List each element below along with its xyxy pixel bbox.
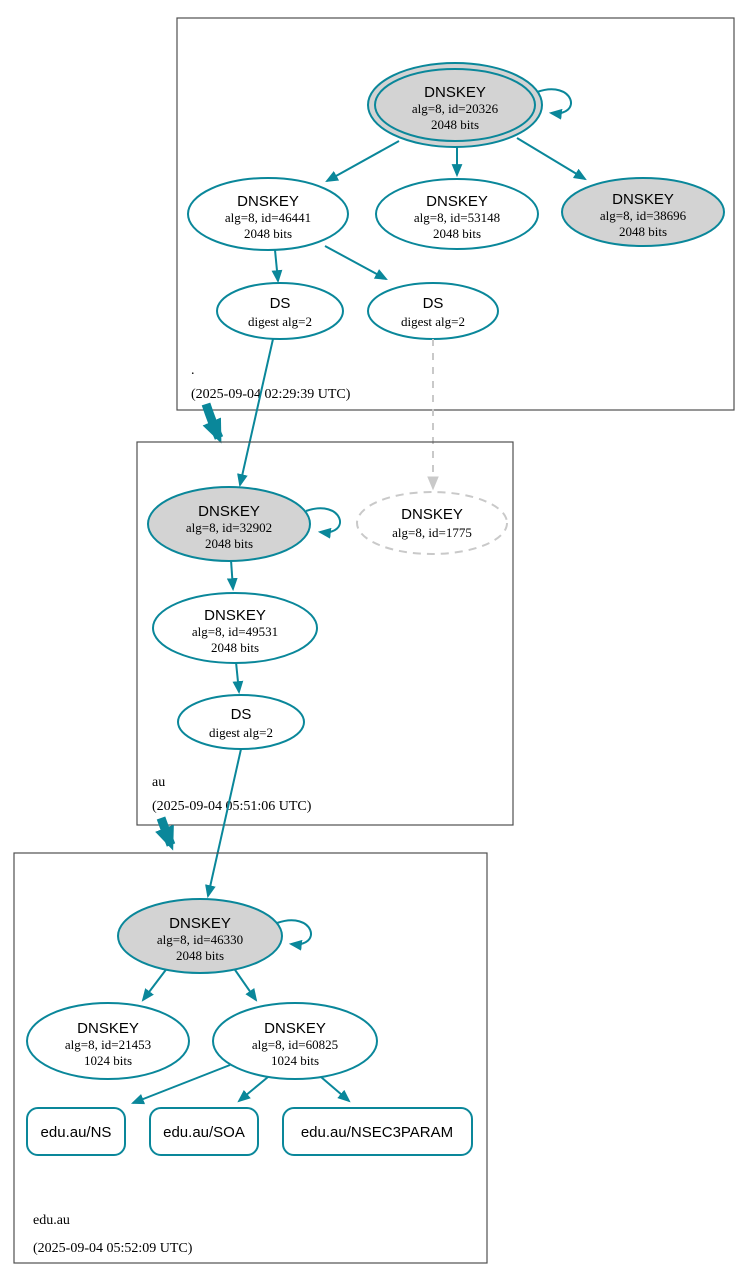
node-dnskey-20326-ksk[interactable]: DNSKEY alg=8, id=20326 2048 bits bbox=[367, 62, 543, 148]
edge-dnskey-20326-self-loop bbox=[536, 88, 572, 120]
edge-60825-to-rrset-nsec3param bbox=[320, 1076, 351, 1103]
node-rrset-edu-au-soa[interactable]: edu.au/SOA bbox=[149, 1107, 259, 1156]
ds-au-detail: digest alg=2 bbox=[209, 725, 273, 740]
dnskey-20326-detail: alg=8, id=20326 bbox=[412, 101, 499, 116]
dnskey-32902-title: DNSKEY bbox=[198, 503, 260, 520]
dnskey-46330-ellipse bbox=[117, 898, 283, 974]
edge-46330-to-60825 bbox=[232, 966, 258, 1002]
dnskey-60825-detail: alg=8, id=60825 bbox=[252, 1037, 338, 1052]
dnskey-46330-detail: alg=8, id=46330 bbox=[157, 932, 243, 947]
zone-au-timestamp: (2025-09-04 05:51:06 UTC) bbox=[152, 799, 312, 814]
dnskey-46441-title: DNSKEY bbox=[237, 193, 299, 210]
edge-ds-au-to-edu-ksk-46330 bbox=[205, 748, 242, 899]
ds2-title: DS bbox=[423, 295, 444, 312]
dnskey-49531-bits: 2048 bits bbox=[211, 640, 259, 655]
edge-60825-to-rrset-soa bbox=[237, 1076, 269, 1103]
dnskey-21453-bits: 1024 bits bbox=[84, 1053, 132, 1068]
dnskey-1775-title: DNSKEY bbox=[401, 506, 463, 523]
dnskey-49531-title: DNSKEY bbox=[204, 607, 266, 624]
dnskey-32902-ellipse bbox=[147, 486, 311, 562]
zone-edu-au-timestamp: (2025-09-04 05:52:09 UTC) bbox=[33, 1241, 193, 1256]
zone-box-au bbox=[136, 441, 514, 826]
dnskey-49531-ellipse bbox=[152, 592, 318, 664]
zone-edu-au-label: edu.au bbox=[33, 1213, 70, 1228]
node-dnskey-53148[interactable]: DNSKEY alg=8, id=53148 2048 bits bbox=[375, 178, 539, 250]
zone-root-timestamp: (2025-09-04 02:29:39 UTC) bbox=[191, 387, 351, 402]
node-dnskey-21453[interactable]: DNSKEY alg=8, id=21453 1024 bits bbox=[26, 1002, 190, 1080]
edge-dnskey-46330-self-loop bbox=[276, 919, 312, 951]
dnskey-53148-title: DNSKEY bbox=[426, 193, 488, 210]
rrset-ns-label: edu.au/NS bbox=[41, 1124, 112, 1141]
dnskey-38696-title: DNSKEY bbox=[612, 191, 674, 208]
rrset-nsec3param-rect bbox=[282, 1107, 473, 1156]
dnskey-21453-detail: alg=8, id=21453 bbox=[65, 1037, 151, 1052]
edge-zone-au-to-zone-edu bbox=[155, 816, 176, 851]
node-dnskey-46330-ksk[interactable]: DNSKEY alg=8, id=46330 2048 bits bbox=[117, 898, 283, 974]
node-dnskey-49531[interactable]: DNSKEY alg=8, id=49531 2048 bits bbox=[152, 592, 318, 664]
dnskey-60825-ellipse bbox=[212, 1002, 378, 1080]
node-dnskey-38696[interactable]: DNSKEY alg=8, id=38696 2048 bits bbox=[561, 177, 725, 247]
dnskey-46330-bits: 2048 bits bbox=[176, 948, 224, 963]
edge-46441-to-ds2 bbox=[324, 245, 388, 281]
zone-cluster-edu-au: edu.au (2025-09-04 05:52:09 UTC) DNSKEY … bbox=[13, 852, 488, 1264]
rrset-ns-rect bbox=[26, 1107, 126, 1156]
node-ds-au[interactable]: DS digest alg=2 bbox=[177, 694, 305, 750]
node-dnskey-60825[interactable]: DNSKEY alg=8, id=60825 1024 bits bbox=[212, 1002, 378, 1080]
edge-46330-to-21453 bbox=[141, 966, 169, 1002]
dnskey-32902-bits: 2048 bits bbox=[205, 536, 253, 551]
zone-box-root bbox=[176, 17, 735, 411]
dnskey-53148-bits: 2048 bits bbox=[433, 226, 481, 241]
node-dnskey-1775-insecure[interactable]: DNSKEY alg=8, id=1775 bbox=[356, 491, 508, 555]
dnskey-21453-title: DNSKEY bbox=[77, 1020, 139, 1037]
edge-46441-to-ds1 bbox=[271, 249, 283, 284]
node-rrset-edu-au-nsec3param[interactable]: edu.au/NSEC3PARAM bbox=[282, 1107, 473, 1156]
zone-cluster-au: au (2025-09-04 05:51:06 UTC) DNSKEY alg=… bbox=[136, 441, 514, 826]
rrset-soa-rect bbox=[149, 1107, 259, 1156]
edge-ds1-to-au-ksk-32902 bbox=[237, 338, 274, 488]
rrset-soa-label: edu.au/SOA bbox=[163, 1124, 245, 1141]
dnskey-53148-detail: alg=8, id=53148 bbox=[414, 210, 500, 225]
dnskey-1775-ellipse bbox=[356, 491, 508, 555]
edge-32902-to-49531 bbox=[226, 559, 238, 592]
dnskey-21453-ellipse bbox=[26, 1002, 190, 1080]
ds1-ellipse bbox=[216, 282, 344, 340]
dnskey-20326-bits: 2048 bits bbox=[431, 117, 479, 132]
dnskey-46441-detail: alg=8, id=46441 bbox=[225, 210, 311, 225]
dnskey-1775-detail: alg=8, id=1775 bbox=[392, 525, 472, 540]
rrset-nsec3param-label: edu.au/NSEC3PARAM bbox=[301, 1124, 453, 1141]
edge-20326-to-46441 bbox=[325, 140, 400, 183]
dnskey-38696-ellipse bbox=[561, 177, 725, 247]
dnskey-20326-inner-ring bbox=[374, 68, 536, 142]
dnskey-46441-bits: 2048 bits bbox=[244, 226, 292, 241]
edge-dnskey-32902-self-loop bbox=[305, 507, 341, 539]
edge-60825-to-rrset-ns bbox=[130, 1064, 231, 1105]
dnskey-60825-bits: 1024 bits bbox=[271, 1053, 319, 1068]
node-ds-root-1[interactable]: DS digest alg=2 bbox=[216, 282, 344, 340]
zone-cluster-root: . (2025-09-04 02:29:39 UTC) DNSKEY alg=8… bbox=[176, 17, 735, 411]
edge-20326-to-38696 bbox=[516, 137, 587, 181]
node-ds-root-2[interactable]: DS digest alg=2 bbox=[367, 282, 499, 340]
dnskey-38696-bits: 2048 bits bbox=[619, 224, 667, 239]
node-rrset-edu-au-ns[interactable]: edu.au/NS bbox=[26, 1107, 126, 1156]
zone-root-label: . bbox=[191, 363, 195, 378]
ds1-title: DS bbox=[270, 295, 291, 312]
ds2-detail: digest alg=2 bbox=[401, 314, 465, 329]
dnskey-32902-detail: alg=8, id=32902 bbox=[186, 520, 272, 535]
dnskey-46330-title: DNSKEY bbox=[169, 915, 231, 932]
ds-au-title: DS bbox=[231, 706, 252, 723]
node-dnskey-46441[interactable]: DNSKEY alg=8, id=46441 2048 bits bbox=[187, 177, 349, 251]
edge-zone-root-to-zone-au bbox=[201, 402, 224, 444]
dnskey-38696-detail: alg=8, id=38696 bbox=[600, 208, 687, 223]
dnskey-60825-title: DNSKEY bbox=[264, 1020, 326, 1037]
dnskey-53148-ellipse bbox=[375, 178, 539, 250]
edge-49531-to-ds-au bbox=[232, 661, 244, 695]
dnskey-20326-title: DNSKEY bbox=[424, 84, 486, 101]
zone-box-edu-au bbox=[13, 852, 488, 1264]
ds1-detail: digest alg=2 bbox=[248, 314, 312, 329]
zone-au-label: au bbox=[152, 775, 165, 790]
node-dnskey-32902-ksk[interactable]: DNSKEY alg=8, id=32902 2048 bits bbox=[147, 486, 311, 562]
dnskey-49531-detail: alg=8, id=49531 bbox=[192, 624, 278, 639]
dnskey-46441-ellipse bbox=[187, 177, 349, 251]
